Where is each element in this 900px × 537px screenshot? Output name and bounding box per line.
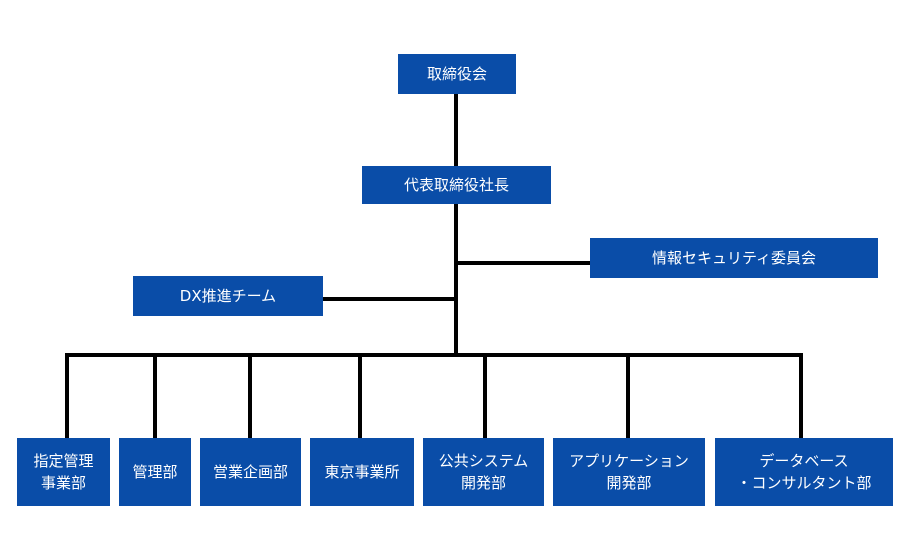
- department-box: アプリケーション 開発部: [553, 438, 705, 506]
- department-box: データベース ・コンサルタント部: [715, 438, 893, 506]
- department-label: アプリケーション 開発部: [569, 452, 689, 492]
- department-label: 公共システム 開発部: [438, 452, 529, 492]
- president-box: 代表取締役社長: [362, 166, 551, 204]
- department-box: 公共システム 開発部: [423, 438, 544, 506]
- department-label: 指定管理 事業部: [33, 452, 94, 492]
- department-label: データベース ・コンサルタント部: [736, 452, 872, 492]
- board-of-directors-box: 取締役会: [398, 54, 516, 94]
- board-of-directors-label: 取締役会: [426, 65, 487, 83]
- department-box: 営業企画部: [200, 438, 301, 506]
- department-label: 東京事業所: [324, 463, 400, 481]
- department-label: 営業企画部: [212, 463, 288, 481]
- department-label: 管理部: [132, 463, 178, 481]
- security-committee-label: 情報セキュリティ委員会: [651, 249, 817, 267]
- dx-team-label: DX推進チーム: [179, 287, 277, 305]
- department-box: 管理部: [119, 438, 191, 506]
- department-box: 東京事業所: [310, 438, 414, 506]
- department-box: 指定管理 事業部: [17, 438, 110, 506]
- president-label: 代表取締役社長: [403, 176, 509, 194]
- dx-team-box: DX推進チーム: [133, 276, 323, 316]
- security-committee-box: 情報セキュリティ委員会: [590, 238, 878, 278]
